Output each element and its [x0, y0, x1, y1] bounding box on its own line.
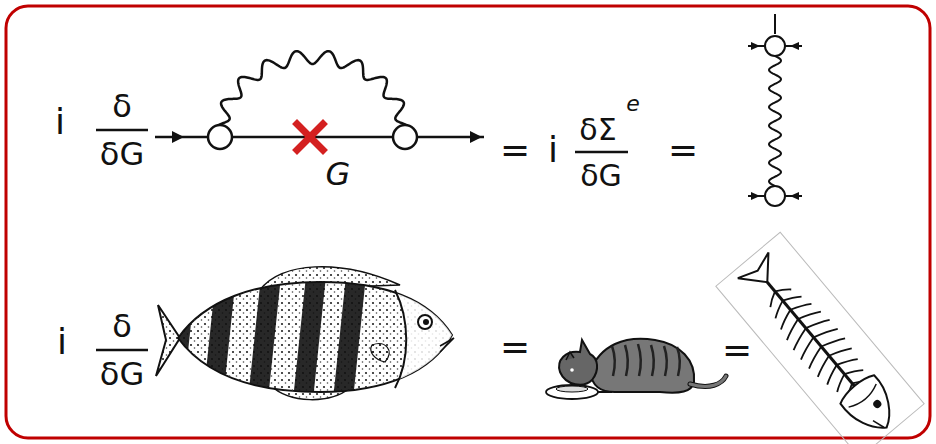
derivative-numerator: δΣ [579, 115, 616, 145]
fish-skeleton [716, 232, 924, 444]
equals-sign: = [722, 332, 752, 368]
equals-sign: = [500, 132, 530, 168]
propagator-label: G [326, 158, 351, 190]
prefactor-i: i [57, 324, 67, 360]
derivative-numerator: δ [112, 90, 132, 122]
prefactor-i: i [548, 132, 558, 168]
superscript: e [626, 93, 640, 115]
equals-sign: = [500, 329, 530, 365]
equals-sign: = [668, 132, 698, 168]
frame [6, 6, 930, 438]
derivative-denominator: δG [580, 161, 622, 191]
fish-drawing [156, 267, 470, 400]
derivative-denominator: δG [100, 358, 144, 390]
derivative-numerator: δ [112, 310, 132, 342]
prefactor-i: i [55, 104, 65, 140]
cut-mark [297, 124, 323, 150]
derivative-denominator: δG [100, 138, 144, 170]
cat-drawing [546, 339, 726, 399]
vertex-diagram [748, 14, 802, 206]
self-energy-diagram [155, 51, 484, 150]
